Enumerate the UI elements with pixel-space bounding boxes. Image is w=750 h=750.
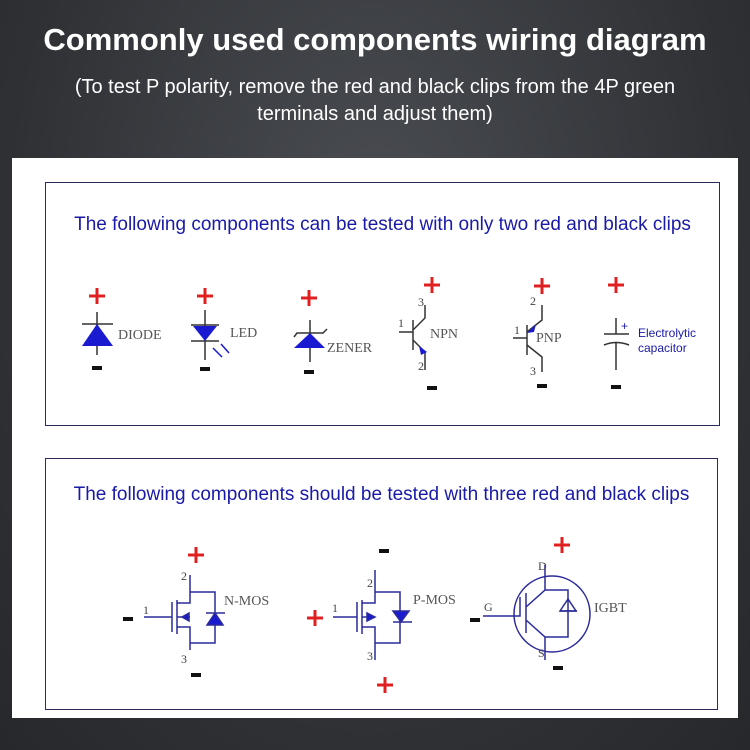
plus-marker (186, 545, 206, 565)
plus-marker (375, 675, 395, 695)
diode-symbol (82, 312, 113, 355)
minus-marker (379, 549, 389, 553)
plus-marker (532, 276, 552, 296)
capacitor-symbol (603, 318, 630, 370)
plus-marker (195, 286, 215, 306)
component-label: G (484, 600, 493, 614)
pmos-symbol (333, 570, 412, 660)
component-label: 2 (181, 569, 187, 583)
led-symbol (191, 310, 230, 360)
npn-symbol (399, 305, 427, 370)
component-label: 3 (181, 652, 187, 666)
component-label: 3 (418, 295, 424, 309)
page-title: Commonly used components wiring diagram (43, 22, 707, 57)
two-clip-section: The following components can be tested w… (45, 182, 720, 426)
component-label: P-MOS (413, 593, 456, 608)
zener-symbol (293, 320, 328, 362)
component-label: NPN (430, 327, 458, 342)
component-label: Electrolytic (638, 326, 696, 340)
igbt-symbol (483, 565, 591, 660)
component-label: S (538, 646, 545, 660)
minus-marker (304, 370, 314, 374)
component-label: ZENER (327, 341, 373, 356)
section-heading: The following components can be tested w… (74, 214, 691, 235)
component-label: 3 (367, 649, 373, 663)
section-heading: The following components should be teste… (73, 484, 690, 505)
component-label: capacitor (638, 341, 687, 355)
component-label: N-MOS (224, 594, 269, 609)
component-label: 1 (514, 323, 520, 337)
component-label: LED (230, 326, 257, 341)
component-label: 3 (530, 364, 536, 378)
minus-marker (470, 618, 480, 622)
component-label: 1 (398, 316, 404, 330)
plus-marker (552, 535, 572, 555)
minus-marker (200, 367, 210, 371)
component-labels: DIODE LED ZENER NPN PNP + Electrolytic c… (118, 294, 696, 666)
plus-marker (87, 286, 107, 306)
plus-marker (299, 288, 319, 308)
component-label: IGBT (594, 601, 627, 616)
component-label: 2 (530, 294, 536, 308)
plus-marker (422, 275, 442, 295)
pnp-symbol (513, 305, 543, 372)
minus-marker (92, 366, 102, 370)
minus-marker (611, 385, 621, 389)
component-label: DIODE (118, 328, 162, 343)
component-label: 2 (418, 359, 424, 373)
minus-marker (537, 384, 547, 388)
component-label: PNP (536, 331, 562, 346)
component-label: D (538, 559, 547, 573)
minus-marker (123, 617, 133, 621)
component-label: + (621, 319, 628, 333)
minus-marker (553, 666, 563, 670)
component-label: 1 (143, 603, 149, 617)
page-subtitle: (To test P polarity, remove the red and … (74, 76, 676, 125)
three-clip-section: The following components should be teste… (45, 458, 718, 710)
plus-marker (606, 275, 626, 295)
component-label: 2 (367, 576, 373, 590)
component-label: 1 (332, 601, 338, 615)
plus-marker (305, 608, 325, 628)
nmos-symbol (144, 575, 225, 650)
minus-marker (427, 386, 437, 390)
minus-marker (191, 673, 201, 677)
